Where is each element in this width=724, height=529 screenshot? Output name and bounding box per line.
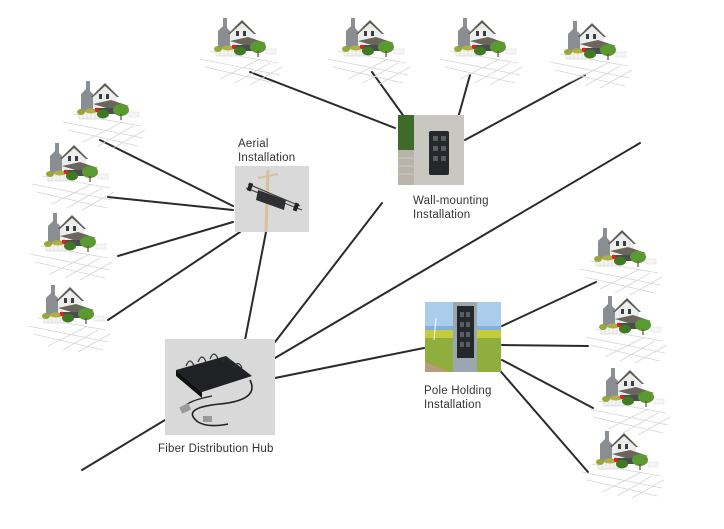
wall-house-line [249, 71, 396, 129]
hub-to-aerial-line [244, 231, 267, 341]
aerial-house-line [107, 196, 234, 211]
aerial-house-line [99, 139, 234, 207]
wall-mounting-installation-label: Wall-mounting Installation [413, 194, 489, 222]
aerial-label-line2: Installation [238, 152, 296, 164]
house-icon [199, 17, 283, 86]
pole-holding-installation-label: Pole Holding Installation [424, 384, 492, 412]
house-icon [549, 20, 633, 89]
wall-house-line [464, 74, 586, 141]
house-icon [581, 430, 665, 499]
house-icon [584, 295, 668, 364]
wall-house-line [371, 71, 406, 119]
house-icon [27, 284, 111, 353]
fiber-distribution-hub-image [165, 339, 275, 435]
house-icon [29, 212, 113, 281]
feeder-line-upper [274, 142, 641, 359]
hub-to-pole-line [274, 347, 425, 379]
house-icon [31, 142, 115, 211]
aerial-installation-label: Aerial Installation [238, 137, 295, 165]
wall-label-line2: Installation [413, 209, 471, 221]
pole-house-line [501, 359, 594, 409]
feeder-line-lower [81, 419, 166, 471]
hub-to-wall-line [274, 202, 383, 343]
house-icon [439, 17, 523, 86]
pole-label-line2: Installation [424, 399, 482, 411]
house-icon [579, 227, 663, 296]
pole-house-line [501, 281, 597, 327]
house-icon [327, 17, 411, 86]
pole-house-line [495, 365, 589, 473]
pole-holding-installation-image [425, 302, 501, 372]
fiber-distribution-hub-label: Fiber Distribution Hub [158, 443, 274, 455]
wall-mounting-installation-image [398, 115, 464, 185]
pole-label-line1: Pole Holding [424, 385, 492, 397]
aerial-house-line [117, 221, 234, 257]
wall-label-line1: Wall-mounting [413, 195, 489, 207]
pole-house-line [501, 344, 589, 347]
wall-house-line [457, 74, 471, 119]
house-icon [587, 367, 671, 436]
house-icon [62, 80, 146, 149]
aerial-installation-image [235, 166, 309, 233]
aerial-house-line [107, 231, 241, 321]
aerial-label-line1: Aerial [238, 138, 269, 150]
